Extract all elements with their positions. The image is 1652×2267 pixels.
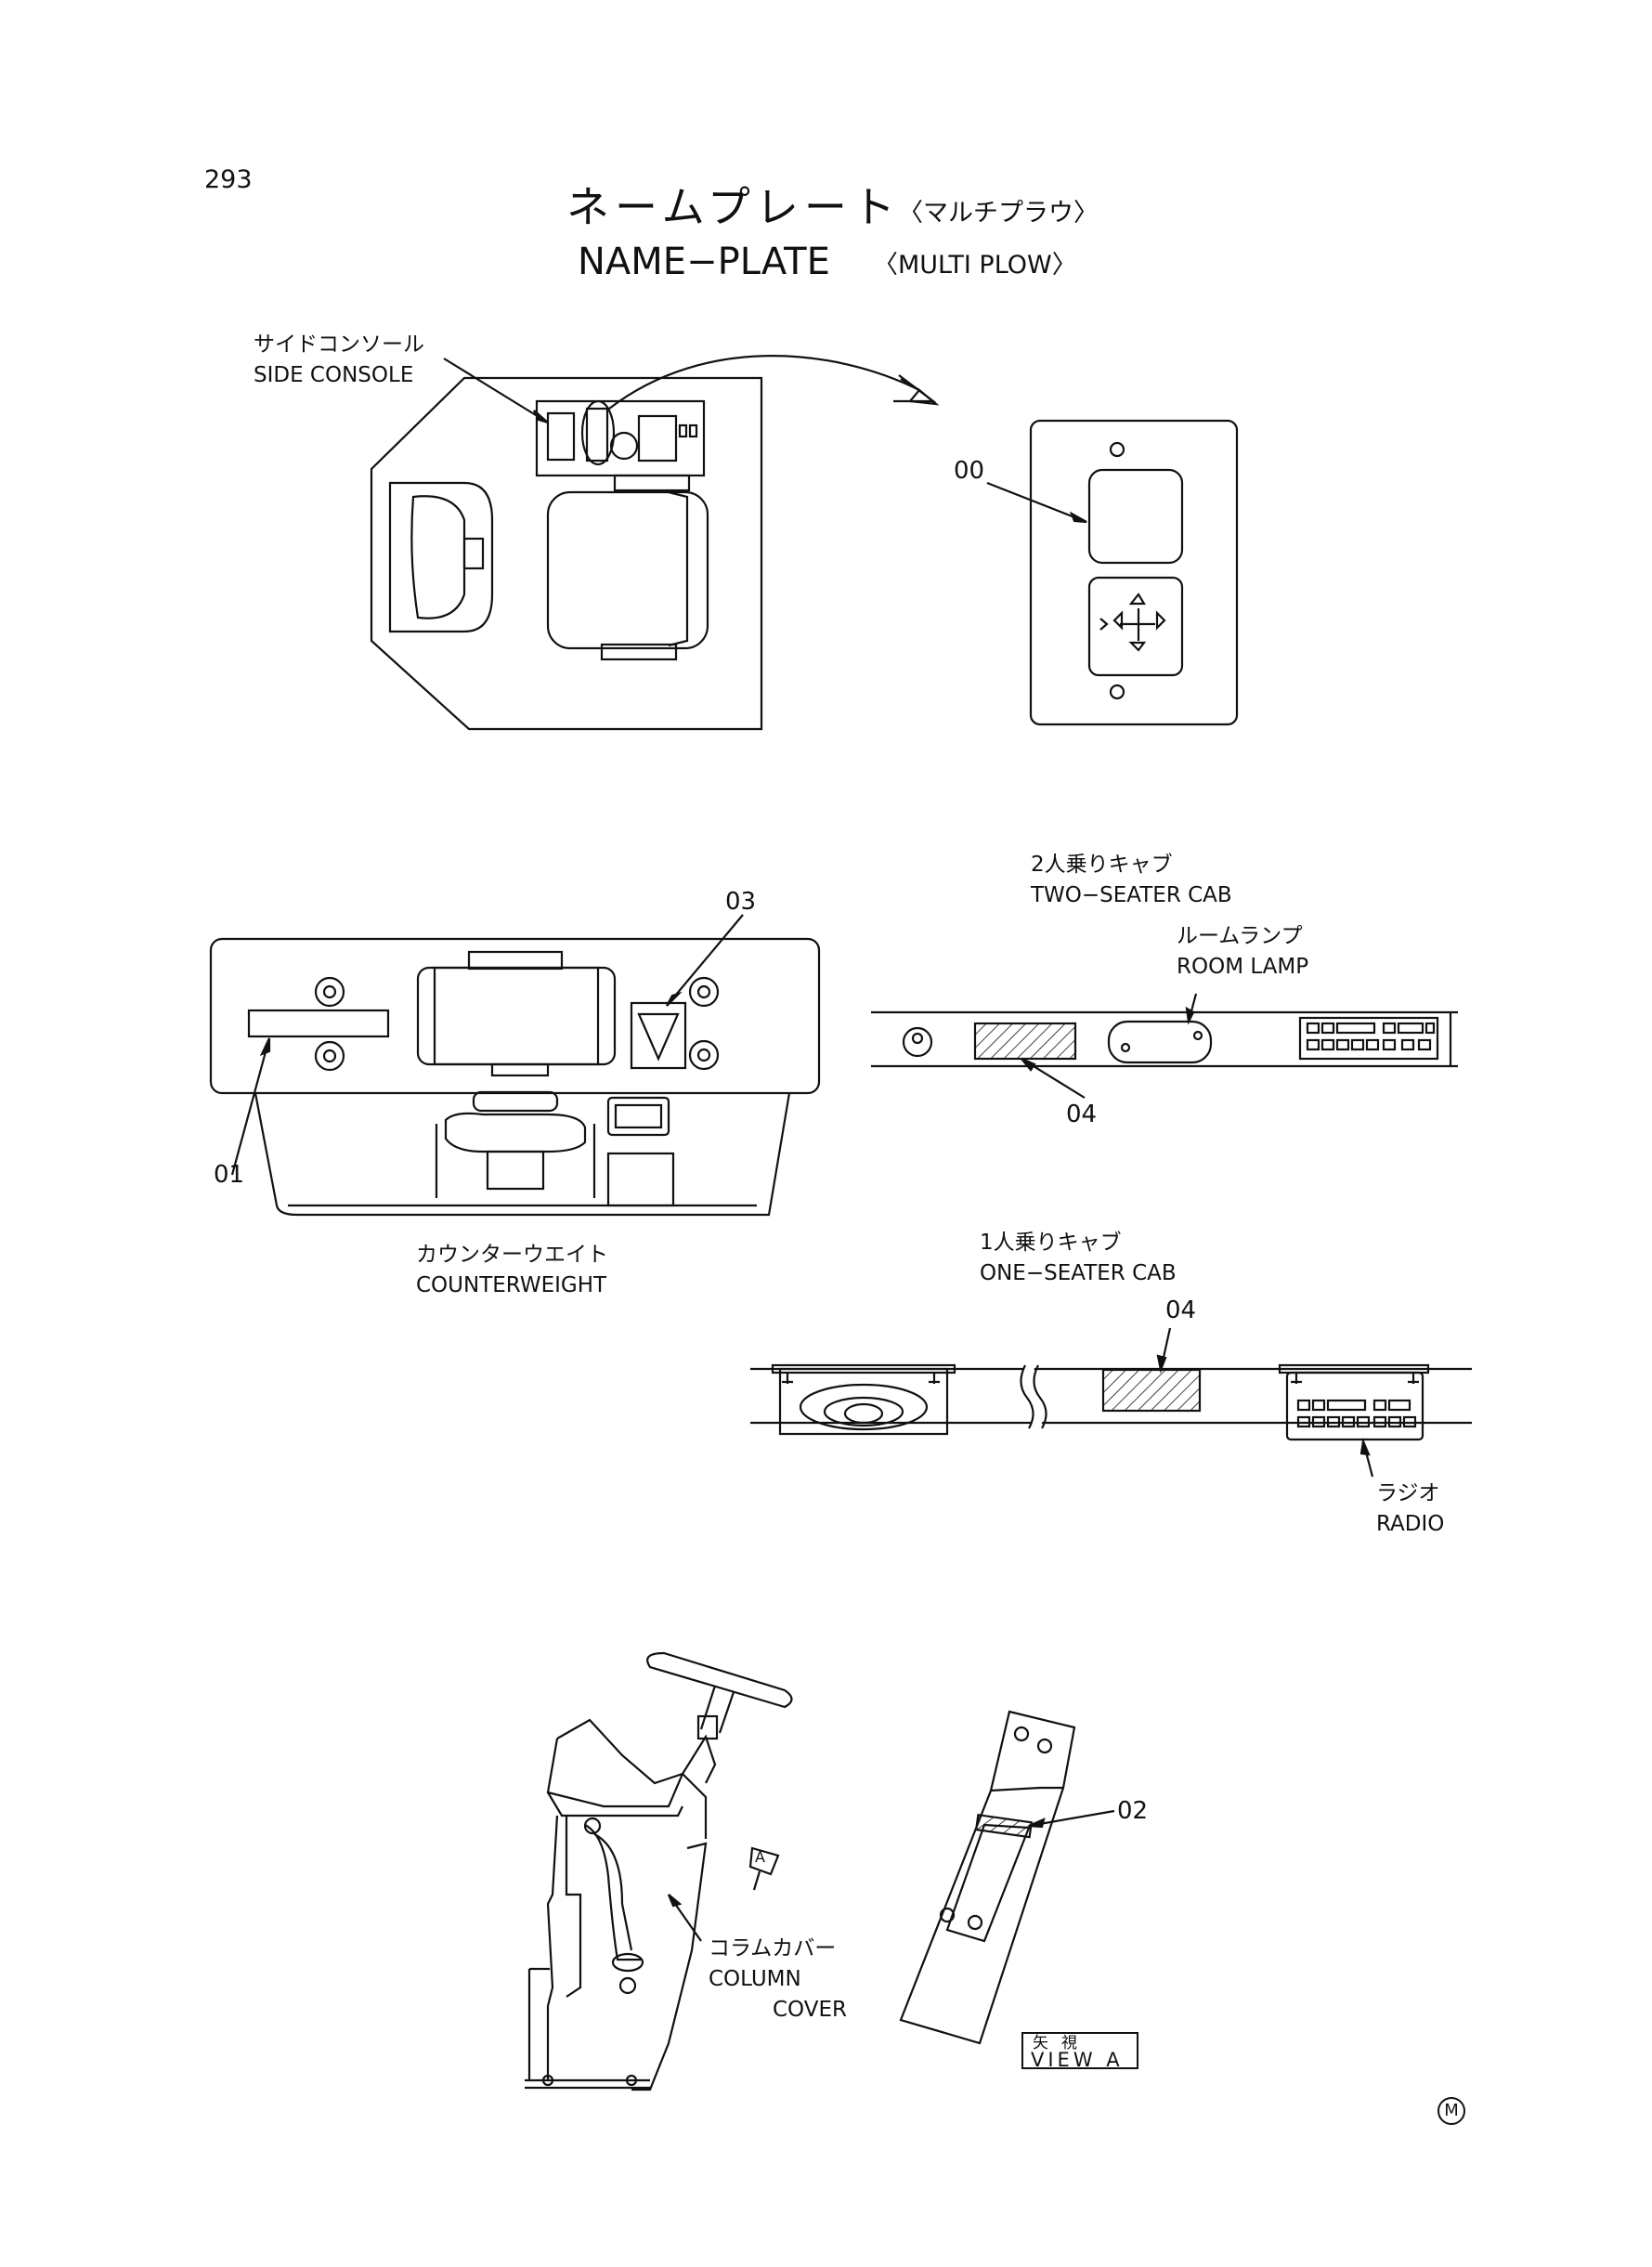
column-cover-view-a bbox=[899, 1710, 1115, 2045]
page-number: 293 bbox=[204, 165, 253, 194]
column-cover-label-en-2: COVER bbox=[773, 1998, 848, 2022]
switch-plate-detail bbox=[986, 419, 1239, 726]
manual-mark-m: M bbox=[1437, 2097, 1465, 2125]
view-a-label-jp: 矢視 bbox=[1033, 2034, 1090, 2052]
view-a-label-en: VIEW A bbox=[1031, 2049, 1124, 2071]
radio-label-jp: ラジオ bbox=[1376, 1481, 1440, 1505]
counterweight-label-en: COUNTERWEIGHT bbox=[416, 1273, 607, 1297]
view-a-marker: A bbox=[755, 1848, 765, 1866]
side-console-label-en: SIDE CONSOLE bbox=[254, 363, 414, 387]
column-cover-label-jp: コラムカバー bbox=[709, 1936, 837, 1961]
page-subtitle-jp: 〈マルチプラウ〉 bbox=[898, 199, 1099, 228]
page-title-en: NAME−PLATE bbox=[578, 241, 830, 283]
callout-04-two-seater: 04 bbox=[1066, 1101, 1098, 1128]
radio-label-en: RADIO bbox=[1376, 1512, 1445, 1536]
one-seater-label-en: ONE−SEATER CAB bbox=[980, 1261, 1177, 1285]
cab-top-view bbox=[370, 355, 940, 731]
two-seater-label-en: TWO−SEATER CAB bbox=[1031, 883, 1232, 907]
callout-01: 01 bbox=[214, 1161, 245, 1189]
page-title-jp: ネームプレート bbox=[566, 182, 901, 232]
counterweight-label-jp: カウンターウエイト bbox=[416, 1243, 608, 1267]
view-a-box: 矢視 VIEW A bbox=[1021, 2032, 1138, 2071]
two-seater-label-jp: 2人乗りキャブ bbox=[1031, 853, 1173, 877]
page-subtitle-en: 〈MULTI PLOW〉 bbox=[873, 251, 1077, 280]
side-console-label-jp: サイドコンソール bbox=[254, 332, 424, 357]
two-seater-cab-drawing bbox=[871, 993, 1458, 1099]
one-seater-cab-drawing bbox=[750, 1327, 1472, 1478]
column-cover-label-en-1: COLUMN bbox=[709, 1967, 801, 1991]
one-seater-label-jp: 1人乗りキャブ bbox=[980, 1231, 1122, 1255]
callout-02: 02 bbox=[1117, 1797, 1149, 1825]
room-lamp-label-jp: ルームランプ bbox=[1177, 924, 1303, 948]
counterweight-drawing bbox=[209, 914, 821, 1217]
callout-03: 03 bbox=[725, 888, 757, 916]
steering-column-drawing bbox=[525, 1651, 793, 2091]
room-lamp-label-en: ROOM LAMP bbox=[1177, 955, 1309, 979]
callout-04-one-seater: 04 bbox=[1165, 1296, 1197, 1324]
callout-00: 00 bbox=[954, 457, 985, 485]
